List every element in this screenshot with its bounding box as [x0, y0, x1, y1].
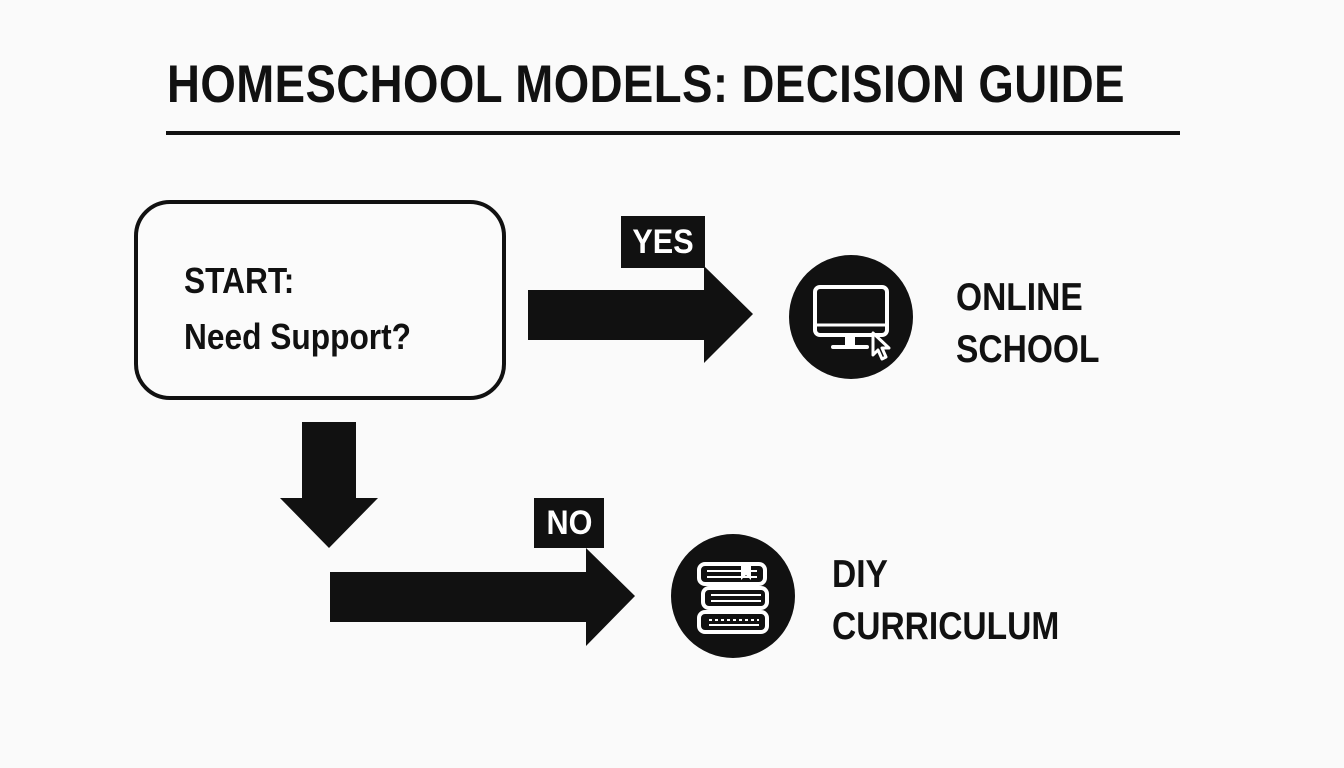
online-school-line2: SCHOOL: [956, 328, 1100, 371]
start-node: START: Need Support?: [134, 200, 506, 400]
down-arrow: [280, 422, 378, 548]
diy-curriculum-outcome: DIY CURRICULUM: [832, 549, 1059, 653]
yes-label: YES: [621, 216, 705, 268]
yes-arrow: [528, 266, 753, 363]
diagram-title: HOMESCHOOL MODELS: DECISION GUIDE: [167, 55, 1125, 114]
computer-monitor-cursor-icon: [789, 255, 913, 379]
diy-curriculum-line2: CURRICULUM: [832, 605, 1060, 648]
no-arrow: [330, 548, 635, 646]
no-label: NO: [534, 498, 604, 548]
start-node-question: Need Support?: [184, 316, 412, 357]
online-school-outcome: ONLINE SCHOOL: [956, 272, 1099, 376]
online-school-line1: ONLINE: [956, 276, 1083, 319]
start-node-label: START:: [184, 260, 295, 301]
book-stack-icon: [671, 534, 795, 658]
title-underline: [166, 131, 1180, 135]
diy-curriculum-line1: DIY: [832, 553, 888, 596]
